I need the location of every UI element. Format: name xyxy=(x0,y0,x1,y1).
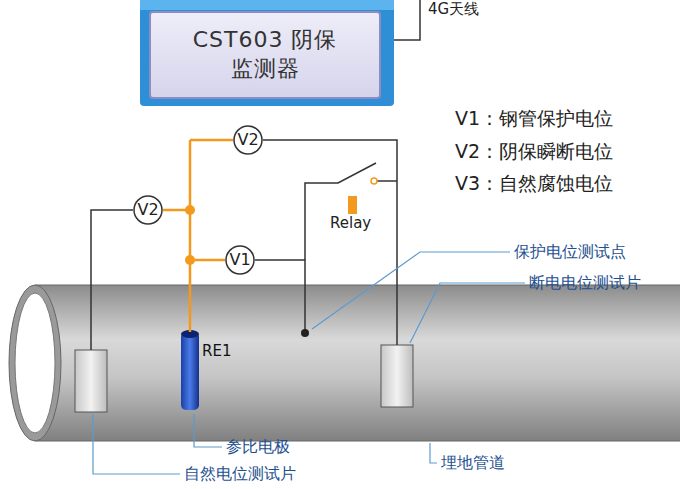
callout-text: 断电电位测试片 xyxy=(529,273,641,292)
device-name: CST603 阴保监测器 xyxy=(190,26,340,83)
reference-electrode xyxy=(181,330,199,410)
callout-text: 埋地管道 xyxy=(441,453,505,472)
antenna-label: 4G天线 xyxy=(428,0,479,18)
meter-label: V1 xyxy=(229,250,250,271)
callout-text: 自然电位测试片 xyxy=(184,464,296,483)
meter-label: V2 xyxy=(237,130,258,151)
voltmeter-circle: V2 xyxy=(233,125,263,155)
measure-wires xyxy=(91,140,397,350)
antenna-wire xyxy=(394,0,420,40)
legend-text: V3：自然腐蚀电位 xyxy=(455,172,613,195)
buried-pipe xyxy=(9,285,680,441)
meter-label: V2 xyxy=(137,200,158,221)
relay-contact xyxy=(371,178,377,184)
callout-text: 保护电位测试点 xyxy=(514,242,626,261)
monitor-housing xyxy=(140,0,394,106)
reference-wires xyxy=(163,140,233,332)
protection-test-point xyxy=(301,329,309,337)
electrode-label: RE1 xyxy=(202,342,231,360)
off-potential-coupon xyxy=(381,345,413,407)
relay-label: Relay xyxy=(330,214,371,232)
callout-leaders xyxy=(93,252,525,474)
legend-text: V1：钢管保护电位 xyxy=(455,107,613,130)
natural-potential-coupon xyxy=(75,350,107,412)
monitor-device: CST603 阴保监测器 xyxy=(151,13,379,97)
junction-dot xyxy=(185,255,195,265)
relay-coil xyxy=(348,196,357,214)
junction-dot xyxy=(185,205,195,215)
callout-text: 参比电极 xyxy=(226,437,290,456)
voltmeter-circle: V2 xyxy=(133,195,163,225)
legend-text: V2：阴保瞬断电位 xyxy=(455,140,613,163)
voltmeter-circle: V1 xyxy=(225,245,255,275)
